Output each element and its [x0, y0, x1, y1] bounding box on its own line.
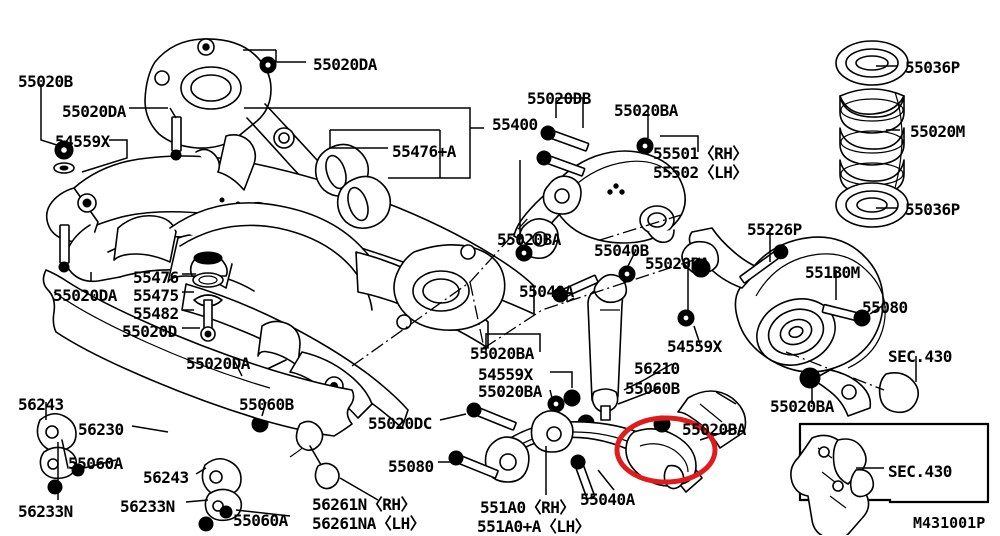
callout-56261NA-lh: 56261NA〈LH〉 [312, 514, 426, 533]
callout-55020DB: 55020DB [527, 89, 591, 108]
highlight-ellipse [614, 415, 718, 485]
callout-56233N-right: 56233N [120, 497, 175, 516]
callout-55020BA-carrier: 55020BA [770, 397, 834, 416]
callout-55020DA-upper-left: 55020DA [62, 102, 126, 121]
callout-55060B-shock: 55060B [625, 379, 680, 398]
construction-lines [351, 213, 701, 367]
stabilizer-bar-assembly [36, 269, 355, 532]
callout-55036P-lower: 55036P [905, 200, 960, 219]
callout-sec430-right: SEC.430 [888, 347, 952, 366]
callout-55020BA-highlight: 55020BA [682, 420, 746, 439]
callout-55475: 55475 [133, 286, 179, 305]
callout-55060A-right: 55060A [233, 511, 288, 530]
callout-55060A-left: 55060A [68, 454, 123, 473]
callout-551A0-rh: 551A0〈RH〉 [480, 498, 575, 517]
callout-55482: 55482 [133, 304, 179, 323]
callout-55476: 55476 [133, 268, 179, 287]
subframe-bushings-55476A [314, 143, 392, 230]
callout-55020DC: 55020DC [368, 414, 432, 433]
coil-spring-body [839, 88, 905, 196]
diagram-watermark: M431001P [913, 514, 986, 532]
sec430-inset-box [790, 422, 990, 535]
callout-56243-left: 56243 [18, 395, 64, 414]
callout-55020DA-top: 55020DA [313, 55, 377, 74]
callout-55476A: 55476+A [392, 142, 456, 161]
callout-54559X-mid: 54559X [667, 337, 722, 356]
callout-551A0A-lh: 551A0+A〈LH〉 [477, 517, 591, 536]
callout-551B0M: 551B0M [805, 263, 860, 282]
callout-55036P-upper: 55036P [905, 58, 960, 77]
upper-control-arm [513, 125, 686, 262]
callout-54559X-lca: 54559X [478, 365, 533, 384]
callout-55020DA-lower: 55020DA [186, 354, 250, 373]
callout-55020BA-ucа-top: 55020BA [614, 101, 678, 120]
callout-55060B-subframe: 55060B [239, 395, 294, 414]
callout-sec430-inset: SEC.430 [888, 462, 952, 481]
callout-55020BA-lca-top: 55020BA [470, 344, 534, 363]
callout-56230: 56230 [78, 420, 124, 439]
callout-55020M: 55020M [910, 122, 965, 141]
callout-55080-right: 55080 [862, 298, 908, 317]
callout-55020B: 55020B [18, 72, 73, 91]
callout-55020DA-left: 55020DA [53, 286, 117, 305]
callout-55400: 55400 [492, 115, 538, 134]
callout-55020D: 55020D [122, 322, 177, 341]
callout-55040B: 55040B [594, 241, 649, 260]
callout-56261N-rh: 56261N〈RH〉 [312, 495, 417, 514]
callout-55040A-upper: 55040A [519, 282, 574, 301]
callout-56243-right: 56243 [143, 468, 189, 487]
callout-56233N-left: 56233N [18, 502, 73, 521]
coil-spring-assembly [835, 40, 909, 228]
rear-suspension-subframe [45, 38, 535, 429]
callout-55020BA-lca: 55020BA [478, 382, 542, 401]
callout-55501-rh: 55501〈RH〉 [653, 144, 748, 163]
callout-55040A-lower: 55040A [580, 490, 635, 509]
callout-55020BA-uca-lower: 55020BA [497, 230, 561, 249]
inset-axle-housing-drawing [790, 434, 875, 535]
callout-56210: 56210 [634, 359, 680, 378]
rear-axle-carrier [681, 227, 920, 417]
callout-55502-lh: 55502〈LH〉 [653, 163, 748, 182]
callout-55226P: 55226P [747, 220, 802, 239]
callout-54559X-upper-left: 54559X [55, 132, 110, 151]
bump-stop-stack [189, 251, 228, 342]
shock-absorber [547, 265, 695, 432]
callout-55080-lca: 55080 [388, 457, 434, 476]
leader-lines [40, 49, 917, 517]
callout-55020BA-shock: 55020BA [645, 254, 709, 273]
